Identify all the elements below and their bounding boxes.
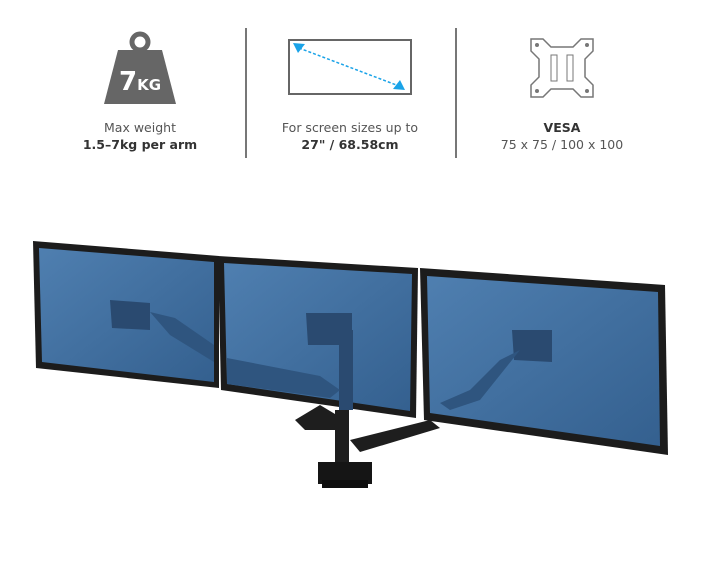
feature-label: VESA <box>543 120 581 135</box>
vesa-plate-icon <box>462 20 662 115</box>
feature-vesa: VESA 75 x 75 / 100 x 100 <box>462 20 662 152</box>
feature-value: 75 x 75 / 100 x 100 <box>500 137 624 152</box>
triple-monitor-arm <box>33 241 668 488</box>
feature-screen-size: For screen sizes up to 27" / 68.58cm <box>250 20 450 152</box>
divider <box>455 28 457 158</box>
monitor-left <box>33 241 219 388</box>
feature-value: 27" / 68.58cm <box>301 137 399 152</box>
weight-icon: 7KG <box>40 20 240 115</box>
feature-label: Max weight <box>104 120 176 135</box>
arm-stand <box>295 405 440 488</box>
feature-value: 1.5–7kg per arm <box>82 137 198 152</box>
screen-size-icon <box>250 20 450 115</box>
monitor-center <box>218 256 418 418</box>
feature-label: For screen sizes up to <box>281 120 419 135</box>
divider <box>245 28 247 158</box>
feature-weight: 7KG Max weight 1.5–7kg per arm <box>40 20 240 152</box>
monitor-right <box>420 268 668 455</box>
